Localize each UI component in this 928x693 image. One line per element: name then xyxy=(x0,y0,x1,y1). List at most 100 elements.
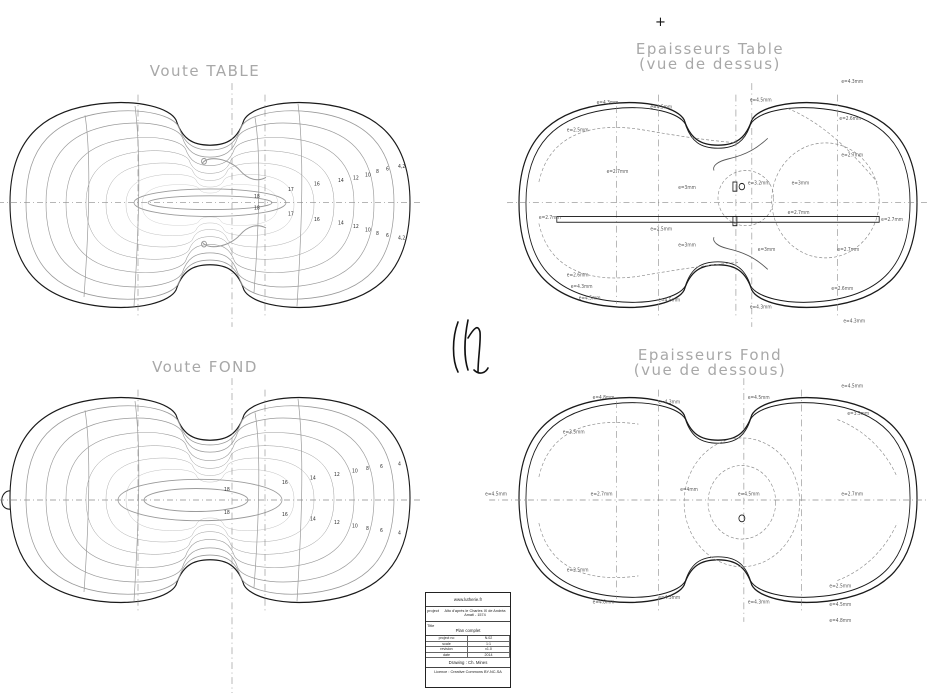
thickness-label: e=2.7mm xyxy=(837,247,859,253)
title-epaisseurs-table: Epaisseurs Table (vue de dessus) xyxy=(620,42,800,72)
thickness-label: e=4.8mm xyxy=(829,618,851,624)
bridge-foot-mark xyxy=(732,216,738,227)
title-voute-table: Voute TABLE xyxy=(149,62,261,80)
thickness-label: e=2.7mm xyxy=(591,491,613,497)
thickness-label: e=2.7mm xyxy=(841,491,863,497)
title-epaisseurs-fond: Epaisseurs Fond (vue de dessous) xyxy=(620,348,800,378)
project-name: Alto d'après le Charles IX de Andréa Ama… xyxy=(444,609,506,618)
voute-table-axes xyxy=(0,83,422,327)
thickness-label: e=4.8mm xyxy=(593,395,615,401)
title-caption: Title xyxy=(427,623,435,628)
contour-label: 16 xyxy=(282,480,288,486)
thickness-label: e=4.3mm xyxy=(597,100,619,106)
title-block-licence: Licence : Creative Commons BY-NC-SA xyxy=(434,670,502,675)
epaisseurs-table-drawing: e=4.3mm e=4.5mm e=4.5mm e=4.3mm e=2.5mm … xyxy=(507,79,928,327)
title-block-project-row: project Alto d'après le Charles IX de An… xyxy=(426,607,510,622)
thickness-label: e=4.5mm xyxy=(841,383,863,389)
contour-label: 6 xyxy=(386,166,389,172)
contour-label: 6 xyxy=(380,528,383,534)
epaisseurs-table-axes xyxy=(507,83,928,327)
project-caption: project xyxy=(427,608,440,613)
contour-label: 18 xyxy=(224,487,230,493)
voute-table-drawing: 4,2 6 8 10 12 14 16 17 18 4,2 6 8 10 12 … xyxy=(0,83,422,327)
epaisseurs-fond-labels: e=4.8mm e=4.3mm e=4.5mm e=3.5mm e=3.5mm … xyxy=(485,383,869,624)
monogram-text: LM xyxy=(470,347,472,349)
thickness-label: e=4.5mm xyxy=(748,395,770,401)
crosshair-mark: + xyxy=(655,15,666,30)
meta-key: date xyxy=(426,652,468,659)
thickness-label: e=2.6mm xyxy=(567,272,589,278)
title-epaisseurs-table-line2: (vue de dessus) xyxy=(639,55,781,73)
thickness-label: e=2.6mm xyxy=(839,116,861,122)
thickness-label: e=2.7mm xyxy=(788,210,810,216)
thickness-label: e=2.7mm xyxy=(881,217,903,223)
drawing-title: Plan complet xyxy=(455,628,481,633)
title-epaisseurs-table-line1: Epaisseurs Table xyxy=(635,40,785,58)
title-epaisseurs-fond-line1: Epaisseurs Fond xyxy=(637,346,783,364)
meta-value: 1:1 xyxy=(468,641,510,648)
thickness-label: e=2.5mm xyxy=(567,567,589,573)
thickness-label: e=3.5mm xyxy=(847,411,869,417)
thickness-label: e=4.5mm xyxy=(650,104,672,110)
monogram-logo: LM xyxy=(452,319,489,374)
contour-label: 10 xyxy=(352,468,358,474)
center-mark xyxy=(738,182,746,191)
thickness-label: e=3.2mm xyxy=(748,180,770,186)
thickness-label: e=4.3mm xyxy=(571,284,593,290)
contour-label: 4 xyxy=(398,461,401,467)
meta-value: 2014 xyxy=(468,652,510,659)
thickness-label: e=3mm xyxy=(678,242,696,248)
voute-table-f-holes xyxy=(201,157,267,248)
thickness-label: e=2.7mm xyxy=(607,169,629,175)
thickness-label: e=2.6mm xyxy=(831,286,853,292)
contour-label: 14 xyxy=(310,516,316,522)
contour-label: 6 xyxy=(380,464,383,470)
contour-label: 16 xyxy=(314,217,320,223)
meta-value: N.02 xyxy=(468,636,510,642)
voute-table-outline xyxy=(9,101,411,309)
thickness-label: e=3mm xyxy=(678,185,696,191)
thickness-label: e=4.5mm xyxy=(485,491,507,497)
thickness-label: e=4.3mm xyxy=(748,599,770,605)
contour-label: 12 xyxy=(334,520,340,526)
title-block-website: www.lutherie.fr xyxy=(426,593,510,607)
epaisseurs-fond-drawing: e=4.8mm e=4.3mm e=4.5mm e=3.5mm e=3.5mm … xyxy=(485,378,928,624)
thickness-label: e=4.5mm xyxy=(738,491,760,497)
voute-fond-drawing: 4 6 8 10 12 14 16 18 4 6 8 10 12 14 16 1… xyxy=(0,378,422,693)
contour-label: 6 xyxy=(386,233,389,239)
contour-label: 18 xyxy=(254,194,260,200)
voute-fond-axes xyxy=(0,378,422,693)
contour-label: 8 xyxy=(366,526,369,532)
contour-label: 8 xyxy=(376,231,379,237)
thickness-label: e=4.3mm xyxy=(843,318,865,324)
contour-label: 4,2 xyxy=(398,164,405,170)
thickness-label: e=4.5mm xyxy=(750,97,772,103)
epaisseurs-table-labels: e=4.3mm e=4.5mm e=4.5mm e=4.3mm e=2.5mm … xyxy=(539,79,903,325)
contour-label: 10 xyxy=(365,227,371,233)
voute-table-contours xyxy=(25,110,395,300)
thickness-label: e=2.7mm xyxy=(539,215,561,221)
meta-key: revision xyxy=(426,647,468,653)
contour-label: 8 xyxy=(366,466,369,472)
contour-label: 8 xyxy=(376,169,379,175)
thickness-label: e=3mm xyxy=(792,180,810,186)
soundpost-mark xyxy=(732,181,738,192)
thickness-label: e=2.5mm xyxy=(567,127,589,133)
contour-label: 14 xyxy=(310,475,316,481)
contour-label: 16 xyxy=(314,181,320,187)
contour-label: 17 xyxy=(288,211,294,217)
epaisseurs-table-f-holes xyxy=(713,137,768,270)
center-mark xyxy=(738,514,746,523)
contour-label: 4 xyxy=(398,530,401,536)
thickness-label: e=4.3mm xyxy=(750,304,772,310)
meta-value: v1.0 xyxy=(468,647,510,653)
contour-label: 12 xyxy=(353,175,359,181)
thickness-label: e=4.8mm xyxy=(593,599,615,605)
contour-label: 10 xyxy=(365,172,371,178)
voute-fond-sections xyxy=(83,398,303,602)
contour-label: 18 xyxy=(254,205,260,211)
thickness-label: e=2.5mm xyxy=(829,583,851,589)
contour-label: 10 xyxy=(352,523,358,529)
